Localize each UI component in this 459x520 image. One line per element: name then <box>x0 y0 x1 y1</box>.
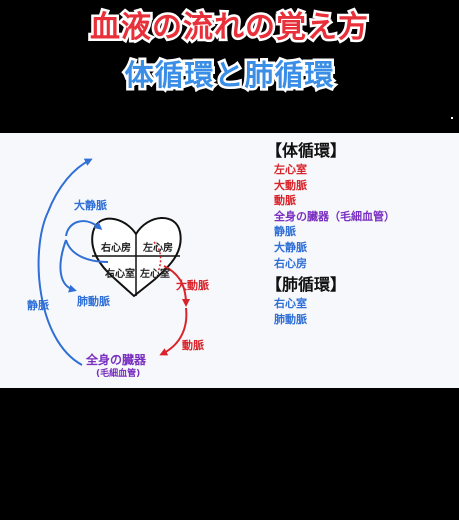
systemic-heading: 【体循環】 <box>266 141 347 160</box>
vena-cava-label: 大静脈 <box>74 199 107 212</box>
vein-label: 静脈 <box>27 299 49 312</box>
pulmonary-artery-arrow <box>65 239 109 263</box>
artery-arrow <box>159 307 188 356</box>
capillaries-label: (毛細血管) <box>96 369 141 379</box>
left-ventricle-label: 左心室 <box>140 269 170 280</box>
pulmonary-loop <box>59 239 77 293</box>
vein-arrow <box>37 158 93 366</box>
list-item: 右心室 <box>274 297 307 311</box>
list-item: 左心室 <box>274 163 307 176</box>
vena-cava-arrow <box>65 220 103 237</box>
right-atrium-label: 右心房 <box>101 243 131 254</box>
list-item: 大静脈 <box>274 240 307 254</box>
pulmonary-artery-label: 肺動脈 <box>77 295 110 308</box>
list-item: 肺動脈 <box>274 312 307 326</box>
page-subtitle: 体循環と肺循環 <box>122 56 336 95</box>
list-item: 大動脈 <box>274 178 307 192</box>
aorta-arrow <box>163 265 190 307</box>
list-item: 動脈 <box>274 194 296 208</box>
circulation-lists: 【体循環】 左心室 大動脈 動脈 全身の臓器（毛細血管） 静脈 大静脈 右心房 … <box>266 140 395 327</box>
pulmonary-heading: 【肺循環】 <box>266 275 347 295</box>
heart-dotted-path <box>153 241 162 273</box>
list-item: 右心房 <box>274 256 307 270</box>
list-item: 全身の臓器（毛細血管） <box>274 209 395 223</box>
white-dot <box>451 117 453 119</box>
diagram-panel <box>0 133 459 388</box>
left-atrium-label: 左心房 <box>143 243 173 254</box>
organs-label: 全身の臓器 <box>86 353 147 367</box>
list-item: 静脈 <box>274 225 296 239</box>
right-ventricle-label: 右心室 <box>105 269 135 280</box>
aorta-label: 大動脈 <box>176 279 209 292</box>
page-title: 血液の流れの覚え方 <box>88 8 371 48</box>
artery-label: 動脈 <box>182 339 204 352</box>
